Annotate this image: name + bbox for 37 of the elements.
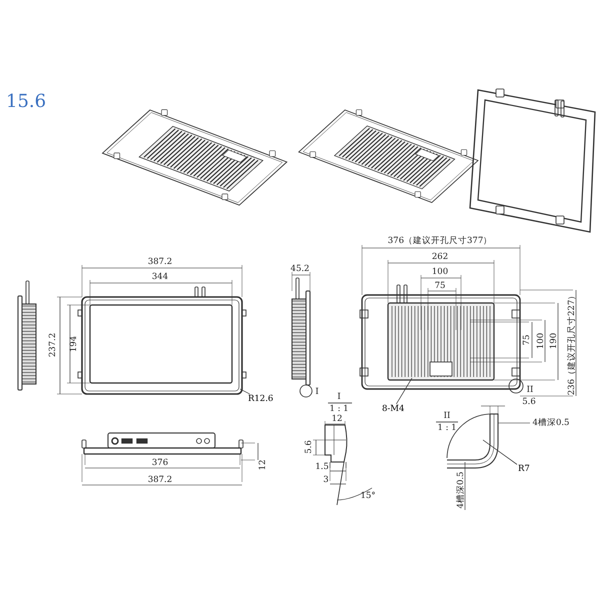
callout-label: 8-M4	[381, 404, 406, 414]
angle-label: 15°	[360, 492, 376, 500]
leader-line	[240, 388, 250, 394]
dimension-label: 5.6	[522, 398, 536, 406]
dimension-label: 12	[258, 460, 268, 470]
leader-line	[396, 378, 412, 404]
dimension-label: 100	[536, 332, 546, 350]
callout-label: R12.6	[247, 394, 274, 404]
callout-label: R7	[517, 464, 531, 474]
dimension-label: 376（建议开孔尺寸377）	[388, 236, 492, 246]
detail-title: II	[444, 412, 450, 420]
dimension-label: 262	[432, 252, 448, 262]
dimension-label: 236（建议开孔尺寸227）	[568, 290, 576, 396]
scale-label: 1 : 1	[329, 404, 349, 414]
dimension-label: 4槽深0.5	[532, 418, 570, 428]
title: 15.6	[6, 93, 46, 111]
dimension-label: 376	[152, 458, 168, 468]
detail-title: I	[337, 392, 341, 402]
dimension-label: 344	[152, 272, 168, 282]
dimension-label: 237.2	[48, 332, 58, 358]
dimension-label: 5.6	[304, 440, 314, 454]
detail-marker-label: I	[315, 388, 319, 396]
dimension-label: 190	[550, 332, 558, 350]
dimension-label: 387.2	[148, 258, 172, 266]
dimension-label: 1.5	[315, 462, 329, 472]
leader-line	[482, 440, 518, 465]
dimension-label: 12	[332, 414, 342, 424]
dimension-label: 4槽深0.5	[456, 472, 466, 508]
detail-marker-label: II	[526, 386, 534, 394]
dimension-label: 3	[323, 476, 329, 484]
dimension-label: 194	[70, 336, 78, 352]
scale-label: 1 : 1	[437, 424, 457, 432]
dimension-label: 100	[432, 268, 448, 276]
dimension-label: 387.2	[148, 476, 172, 484]
dimension-label: 75	[434, 282, 446, 290]
dimension-label: 75	[522, 334, 532, 346]
dimension-label: 45.2	[290, 264, 310, 274]
